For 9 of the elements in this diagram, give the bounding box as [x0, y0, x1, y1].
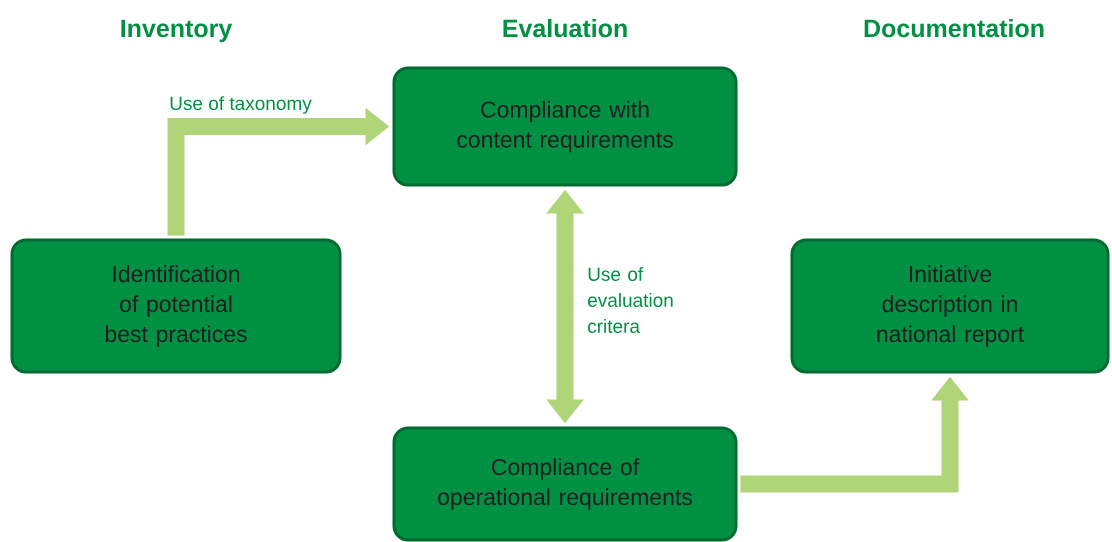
- process-box: Compliance with content requirements: [392, 66, 738, 187]
- edge-label: Use of evaluation critera: [588, 267, 673, 333]
- process-box: Compliance of operational requirements: [392, 426, 738, 542]
- process-box: Initiative description in national report: [790, 238, 1110, 374]
- process-box: Identification of potential best practices: [10, 238, 342, 374]
- column-heading: Evaluation: [503, 18, 627, 38]
- edge-label: Use of taxonomy: [170, 96, 312, 114]
- column-heading: Inventory: [121, 19, 233, 43]
- column-heading: Documentation: [864, 18, 1044, 38]
